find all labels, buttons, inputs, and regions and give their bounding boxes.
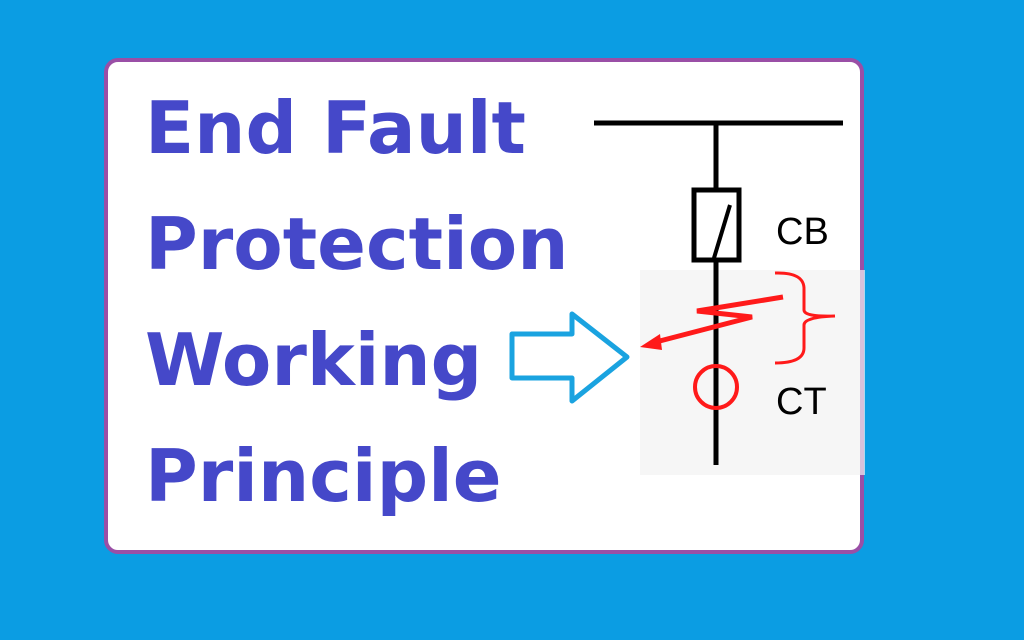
title-line-3: Working	[145, 318, 483, 402]
title-line-1: End Fault	[145, 86, 526, 170]
fault-arrowhead	[640, 334, 662, 350]
zone-bracket	[774, 271, 836, 365]
ct-label: CT	[776, 381, 827, 423]
right-arrow-icon	[509, 311, 630, 404]
cb-label: CB	[776, 211, 829, 253]
current-transformer-icon	[693, 364, 739, 410]
breaker-contact	[712, 204, 732, 259]
page-title: End Fault Protection Working Principle	[145, 70, 569, 534]
title-line-4: Principle	[145, 434, 502, 518]
title-line-2: Protection	[145, 202, 569, 286]
fault-zigzag-icon	[651, 294, 784, 346]
